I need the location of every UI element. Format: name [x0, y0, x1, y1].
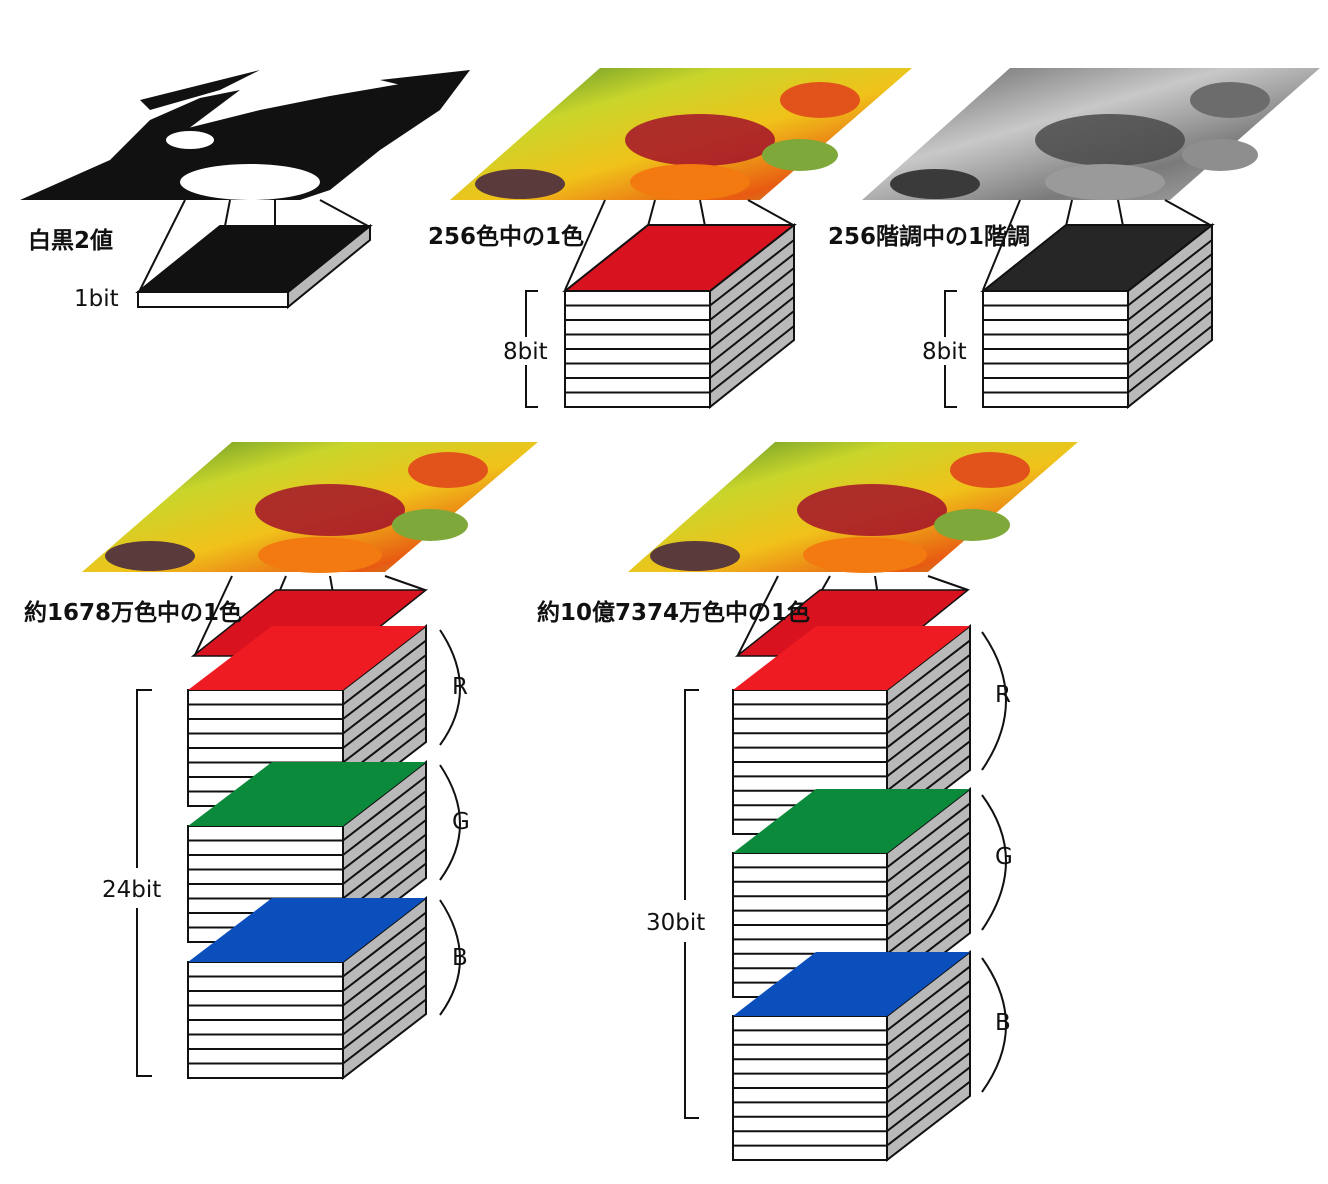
grayscale-bracket [944, 290, 957, 408]
truecolor-channel-g: G [452, 809, 470, 835]
deepcolor-channel-g: G [995, 844, 1013, 870]
deepcolor-channel-brackets [981, 631, 1007, 1093]
palette-bit-stack [562, 222, 797, 410]
palette-image-plane [450, 68, 912, 200]
deepcolor-channel-b: B [995, 1010, 1011, 1036]
truecolor-total-bracket [136, 689, 152, 1077]
truecolor-bit-label: 24bit [102, 877, 161, 903]
truecolor-b-block [187, 895, 427, 1081]
panel-binary: 白黒2値 1bit [20, 70, 470, 312]
truecolor-title: 約1678万色中の1色 [24, 599, 242, 626]
truecolor-channel-brackets [439, 629, 461, 1016]
deepcolor-title: 約10億7374万色中の1色 [537, 599, 810, 626]
grayscale-bit-label: 8bit [922, 339, 967, 365]
palette-connector-lines [564, 199, 796, 291]
truecolor-channel-r: R [452, 674, 468, 700]
deepcolor-bit-label: 30bit [646, 910, 705, 936]
grayscale-title: 256階調中の1階調 [828, 223, 1030, 250]
binary-image-plane [20, 70, 470, 200]
panel-truecolor: 約1678万色中の1色 24bit R G B [24, 442, 538, 1081]
truecolor-channel-b: B [452, 945, 468, 971]
binary-bit-block [135, 223, 373, 310]
binary-connector-lines [139, 199, 369, 291]
grayscale-image-plane [862, 68, 1320, 200]
palette-bracket [525, 290, 538, 408]
truecolor-image-plane [82, 442, 538, 573]
panel-grayscale: 256階調中の1階調 8bit [828, 68, 1320, 410]
deepcolor-image-plane [628, 442, 1078, 573]
grayscale-connector-lines [982, 199, 1213, 291]
panel-deepcolor: 約10億7374万色中の1色 30bit R G B [537, 442, 1078, 1163]
binary-bit-label: 1bit [74, 286, 119, 312]
binary-title: 白黒2値 [28, 227, 113, 254]
deepcolor-total-bracket [684, 689, 699, 1119]
grayscale-bit-stack [980, 222, 1215, 410]
deepcolor-channel-r: R [995, 682, 1011, 708]
palette-title: 256色中の1色 [428, 223, 584, 250]
palette-bit-label: 8bit [503, 339, 548, 365]
panel-palette: 256色中の1色 8bit [428, 68, 912, 410]
deepcolor-b-block [732, 949, 971, 1163]
